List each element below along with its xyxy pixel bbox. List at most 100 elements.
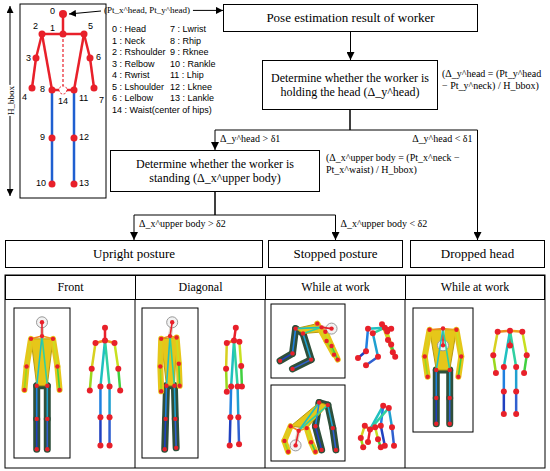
joint-dot xyxy=(112,340,118,346)
joint-dot xyxy=(173,417,177,421)
joint-dot xyxy=(93,340,99,346)
joint-dot xyxy=(448,422,452,426)
node-text: Front xyxy=(57,280,83,294)
joint-dot xyxy=(521,370,527,376)
joint-dot xyxy=(117,387,123,393)
joint-number: 10 xyxy=(36,178,46,189)
joint-dot xyxy=(334,448,338,452)
condition-label: Δ_y^head < δ1 xyxy=(411,133,473,145)
worker-arm xyxy=(53,339,57,367)
joint-dot xyxy=(163,447,167,451)
joint-dot xyxy=(81,31,88,38)
skeleton-bone xyxy=(24,366,26,389)
joint-number: 0 xyxy=(50,6,55,17)
joint-dot xyxy=(372,424,378,430)
worker-arm xyxy=(157,339,164,367)
skeleton-bone xyxy=(315,426,321,450)
worker-skeleton xyxy=(355,321,398,368)
joint-dot xyxy=(158,364,162,368)
keypoint-legend-item: 0 : Head xyxy=(112,24,146,35)
joint-dot xyxy=(490,352,496,358)
joint-dot xyxy=(441,326,445,330)
worker-leg xyxy=(446,398,453,424)
joint-dot xyxy=(174,446,178,450)
skeleton-bone xyxy=(27,339,31,367)
skeleton-bone xyxy=(90,58,94,88)
skeleton-bone xyxy=(36,34,42,58)
skeleton-bone xyxy=(510,331,516,367)
skeleton-bone xyxy=(303,334,311,360)
joint-dot xyxy=(389,424,395,430)
joint-dot xyxy=(290,367,294,371)
joint-number: 1 xyxy=(50,23,55,34)
node-text: Stopped posture xyxy=(293,246,377,262)
skeleton-bone xyxy=(307,428,311,442)
node-text: Pose estimation result of worker xyxy=(266,10,434,26)
joint-dot xyxy=(301,331,305,335)
joint-dot xyxy=(392,354,398,360)
skeleton-bone xyxy=(178,364,180,386)
skeleton-bone xyxy=(332,346,338,360)
joint-dot xyxy=(164,384,168,388)
table-header-cell: Front xyxy=(5,275,136,300)
joint-dot xyxy=(227,442,233,448)
joint-dot xyxy=(59,10,67,18)
worker-leg xyxy=(171,386,179,419)
joint-number: 2 xyxy=(33,21,38,32)
process-box: Pose estimation result of worker xyxy=(223,4,478,32)
joint-dot xyxy=(313,450,317,454)
result-box: Upright posture xyxy=(5,240,263,268)
joint-number: 4 xyxy=(22,92,27,103)
joint-dot xyxy=(382,443,388,449)
node-text: Determine whether the worker is holding … xyxy=(269,71,431,100)
skeleton-bone xyxy=(51,138,54,184)
joint-dot xyxy=(115,366,121,372)
joint-dot xyxy=(107,442,113,448)
skeleton-bone xyxy=(328,405,333,428)
joint-dot xyxy=(71,87,78,94)
worker-render xyxy=(282,400,338,454)
joint-dot xyxy=(290,351,294,355)
joint-dot xyxy=(425,375,429,379)
formula: (Δ_x^upper body = (Pt_x^neck − Pt_x^wais… xyxy=(326,152,472,176)
joint-dot xyxy=(513,389,519,395)
worker-skeleton xyxy=(490,328,529,417)
table-header-cell: While at work xyxy=(265,275,406,300)
waist-guide xyxy=(62,34,63,86)
keypoint-legend-item: 6 : Lelbow xyxy=(112,93,153,104)
node-text: Determine whether the worker is standing… xyxy=(117,157,313,186)
worker-arm xyxy=(157,366,164,391)
joint-dot xyxy=(163,417,167,421)
joint-dot xyxy=(278,359,282,363)
keypoint-legend-item: 2 : Rshoulder xyxy=(112,47,166,58)
joint-dot xyxy=(507,342,513,348)
skeleton-bone xyxy=(303,327,322,333)
node-text: Upright posture xyxy=(93,246,175,262)
skeleton-bone xyxy=(522,332,526,356)
keypoint-legend-item: 10 : Rankle xyxy=(170,59,216,70)
image-frame xyxy=(413,308,473,432)
worker-arm xyxy=(456,330,461,357)
worker-torso xyxy=(31,339,53,386)
joint-dot xyxy=(107,384,113,390)
flow-arrow xyxy=(215,192,336,240)
table-header-cell: Diagonal xyxy=(135,275,266,300)
joint-dot xyxy=(286,450,290,454)
joint-dot xyxy=(29,85,36,92)
joint-dot xyxy=(40,334,44,338)
skeleton-bone xyxy=(333,428,336,450)
joint-dot xyxy=(174,335,178,339)
skeleton-bone xyxy=(92,343,96,369)
skeleton-bone xyxy=(37,336,42,386)
worker-leg xyxy=(44,386,51,419)
skeleton-bone xyxy=(236,387,239,418)
worker-leg xyxy=(315,426,321,450)
joint-dot xyxy=(49,87,56,94)
skeleton-bone xyxy=(36,386,38,419)
skeleton-bone xyxy=(293,329,296,354)
worker-render xyxy=(423,326,464,426)
joint-number: 14 xyxy=(58,96,68,107)
keypoint-legend-item: 12 : Lknee xyxy=(170,82,212,93)
skeleton-bone xyxy=(370,408,389,430)
worker-skeleton xyxy=(358,403,397,451)
